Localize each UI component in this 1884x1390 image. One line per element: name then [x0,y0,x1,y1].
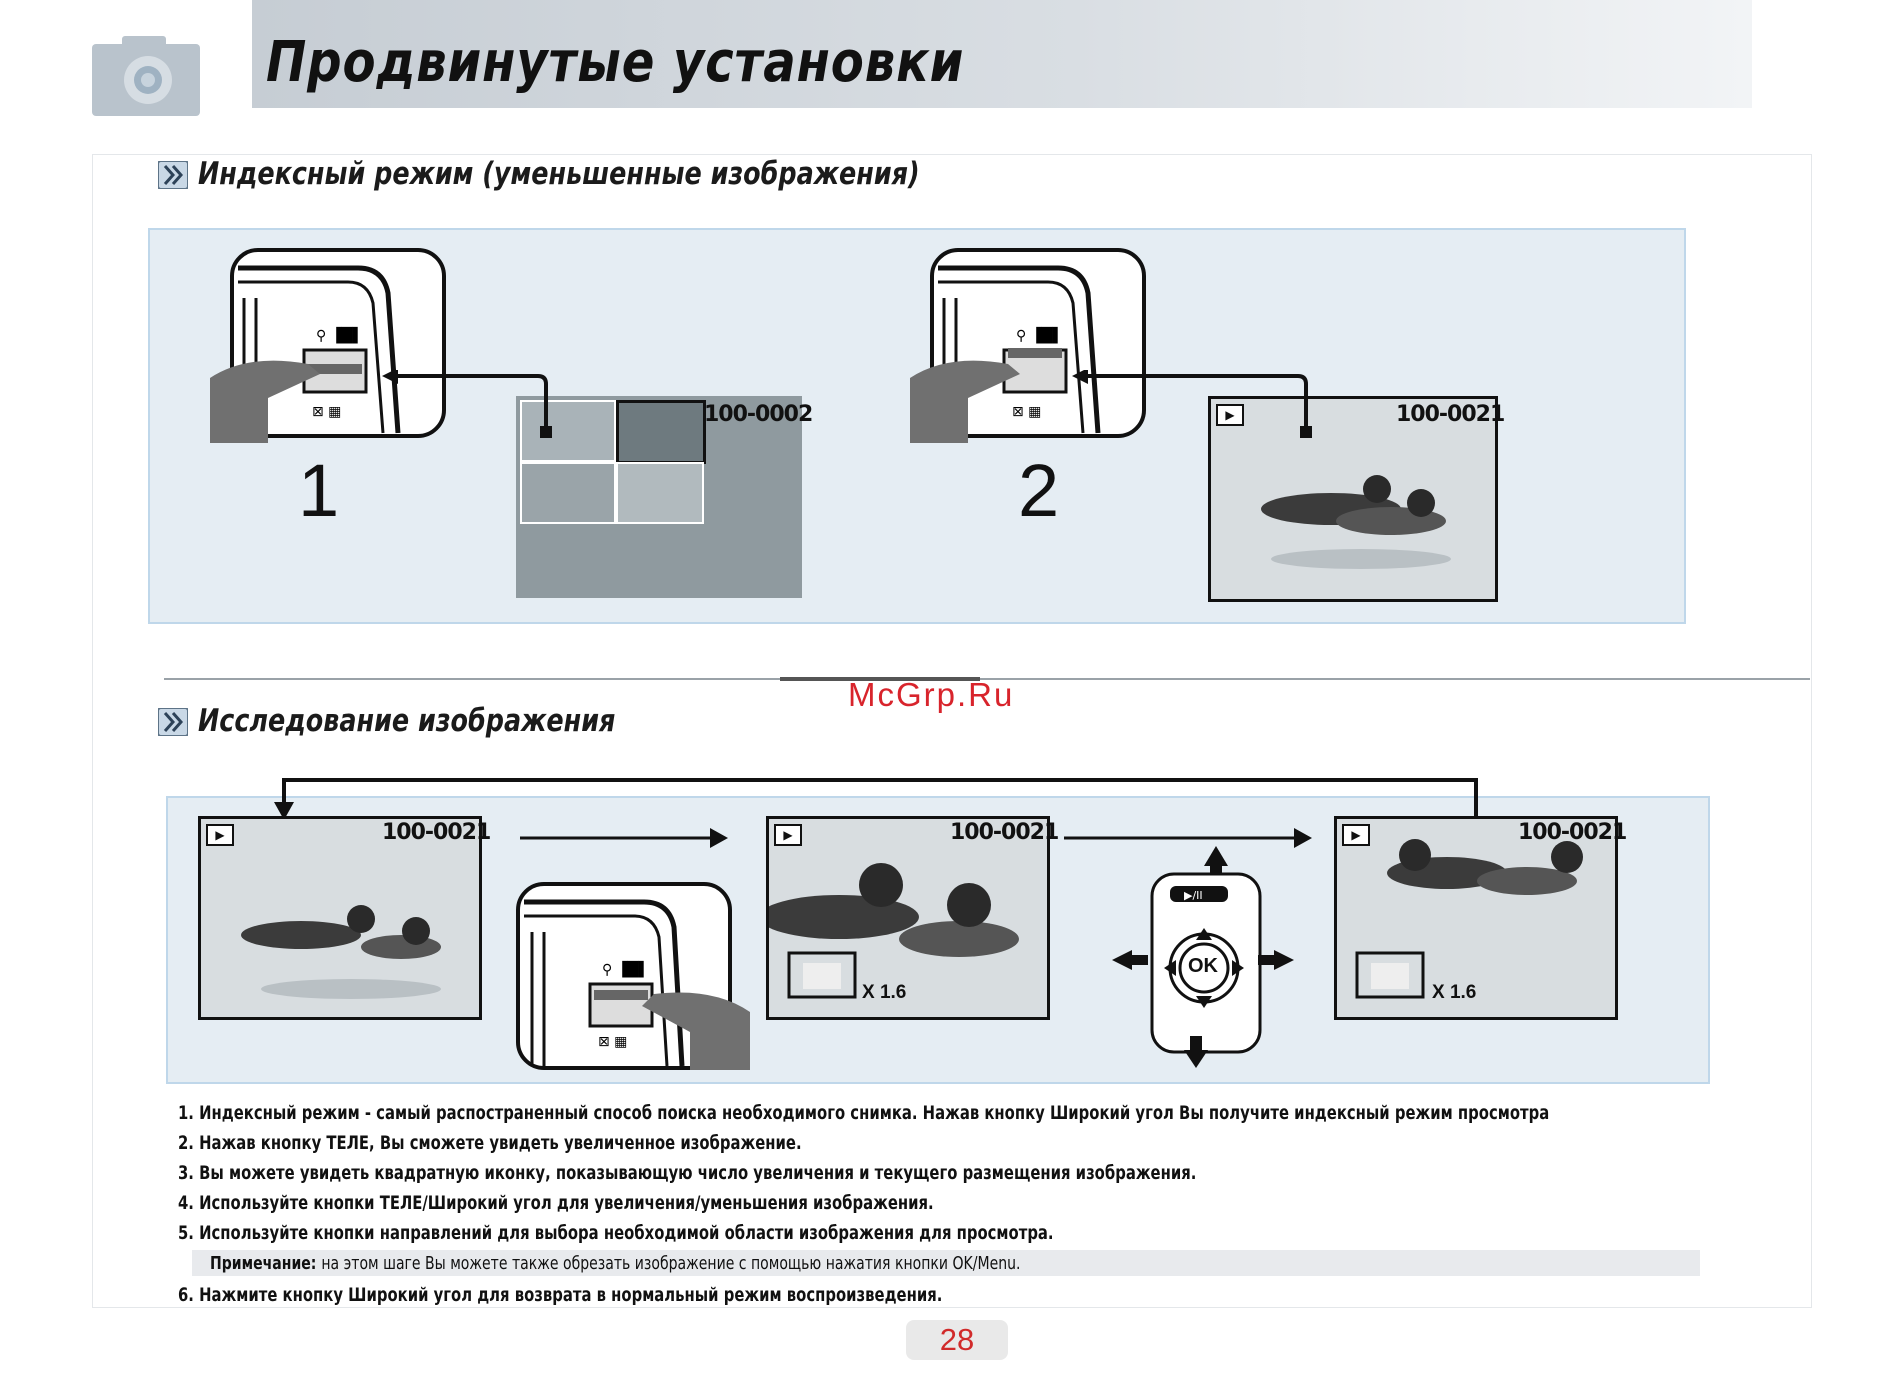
section-divider-accent [780,677,980,681]
duck-photo [1261,475,1451,569]
zoom-factor-label: X 1.6 [1432,982,1477,1003]
thumbnail [520,400,616,462]
section-divider [164,678,1810,680]
zoomed-screen [759,816,1050,1020]
thumbnail [520,462,616,524]
ok-button-label: OK [1188,955,1218,977]
play-icon: ▶ [774,824,802,846]
step-number-2: 2 [1018,449,1060,532]
svg-text:▶/II: ▶/II [1184,889,1203,902]
instruction-line: 4. Используйте кнопки ТЕЛЕ/Широкий угол … [178,1192,934,1214]
file-number-label: 100-0021 [950,820,1059,845]
navigation-pad-illustration: ▶/II [1112,846,1294,1068]
camera-zoom-lever-illustration: ⚲ ▐█▌ ⊠ ▦ [516,882,750,1070]
note-text: на этом шаге Вы можете также обрезать из… [321,1253,1021,1274]
svg-text:⚲ ▐█▌: ⚲ ▐█▌ [316,326,363,344]
svg-text:⊠ ▦: ⊠ ▦ [598,1034,627,1050]
instruction-line: 6. Нажмите кнопку Широкий угол для возвр… [178,1284,943,1306]
panned-screen [1334,816,1618,1020]
watermark: McGrp.Ru [848,676,1015,713]
page-number-box [906,1320,1008,1360]
camera-zoom-lever-illustration: ⚲ ▐█▌ ⊠ ▦ [210,248,446,443]
playback-screen [198,816,482,1020]
duck-photo-zoomed [759,863,1019,999]
file-number-label: 100-0021 [1396,402,1505,427]
file-number-label: 100-0002 [704,402,813,427]
arrow-right-icon [1064,828,1312,848]
thumbnail-selected [616,400,706,464]
content-frame [92,154,1812,1308]
play-icon: ▶ [1342,824,1370,846]
single-view-screen [1208,396,1498,602]
instruction-line: 5. Используйте кнопки направлений для вы… [178,1222,1054,1244]
header-bar [252,0,1752,108]
file-number-label: 100-0021 [1518,820,1627,845]
duck-photo-panned [1355,839,1583,999]
svg-text:⊠ ▦: ⊠ ▦ [1012,404,1041,420]
note-line: Примечание: на этом шаге Вы можете также… [210,1253,1020,1274]
play-icon: ▶ [1216,404,1244,426]
return-arrow-icon [274,778,1478,820]
instruction-line: 1. Индексный режим - самый распостраненн… [178,1102,1550,1124]
play-icon: ▶ [206,824,234,846]
note-label: Примечание: [210,1253,317,1274]
page-title: Продвинутые установки [266,30,965,95]
arrow-right-icon [520,828,728,848]
file-number-label: 100-0021 [382,820,491,845]
arrow-line-icon [382,370,552,438]
step-number-1: 1 [298,449,340,532]
section-title-index-mode: Индексный режим (уменьшенные изображения… [198,156,920,192]
duck-photo [241,905,441,999]
thumbnail [616,462,704,524]
instruction-line: 2. Нажав кнопку ТЕЛЕ, Вы сможете увидеть… [178,1132,802,1154]
camera-icon [92,36,200,116]
svg-text:⚲ ▐█▌: ⚲ ▐█▌ [602,960,649,978]
instruction-line: 3. Вы можете увидеть квадратную иконку, … [178,1162,1197,1184]
svg-text:⚲ ▐█▌: ⚲ ▐█▌ [1016,326,1063,344]
page-number: 28 [939,1322,975,1357]
arrow-line-icon [1072,370,1312,438]
note-highlight [192,1250,1700,1276]
svg-text:⊠ ▦: ⊠ ▦ [312,404,341,420]
camera-zoom-lever-illustration: ⚲ ▐█▌ ⊠ ▦ [910,248,1146,443]
section-bullet-icon [158,708,188,736]
zoom-factor-label: X 1.6 [862,982,907,1003]
section-title-image-exploration: Исследование изображения [198,703,616,739]
section-bullet-icon [158,161,188,189]
